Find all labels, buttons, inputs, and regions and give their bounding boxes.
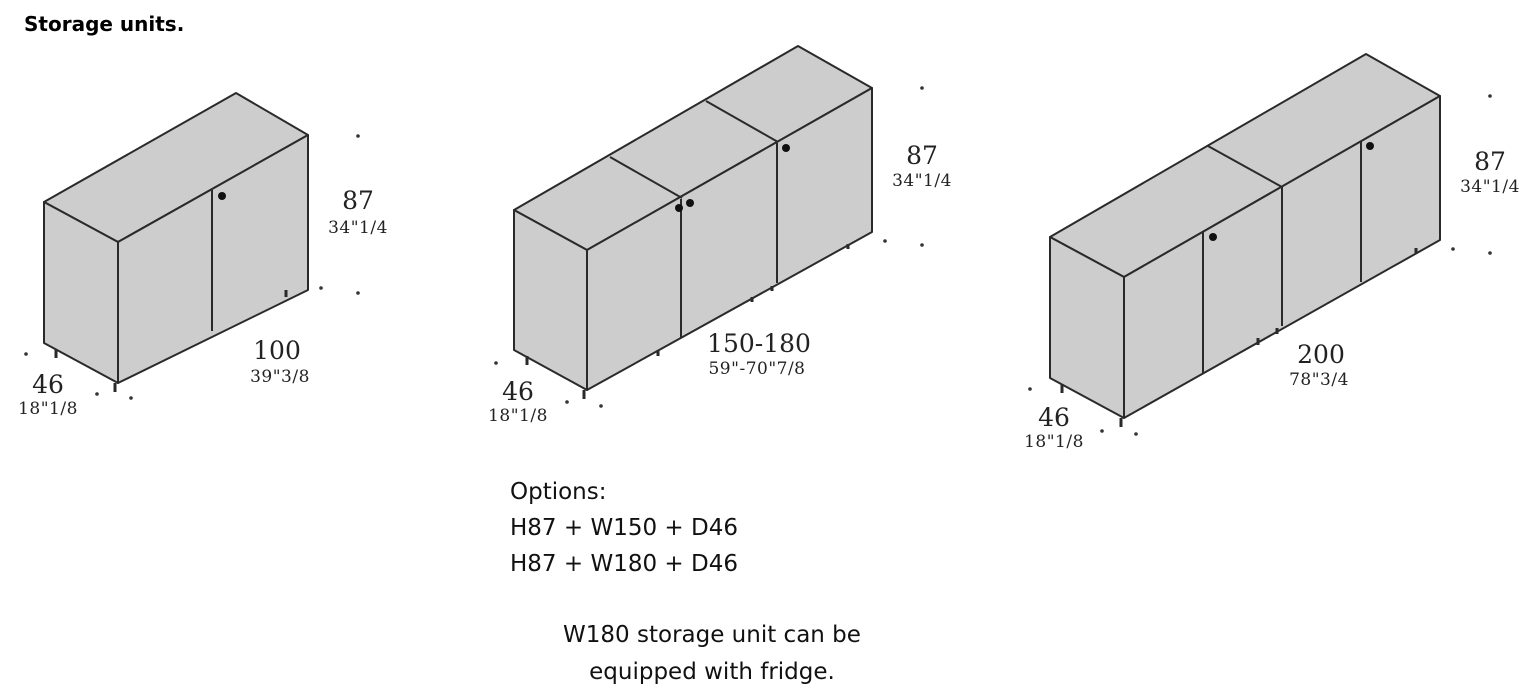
dimension-dot [920,86,924,90]
option-line: H87 + W150 + D46 [510,515,738,541]
module-top-divider [1207,145,1283,188]
dimension-dot [95,392,99,396]
storage-unit-150-180 [494,45,924,408]
dimension-dot [319,286,323,290]
depth-value: 46 [1038,403,1070,432]
dimension-dot [883,239,887,243]
depth-inches: 18"1/8 [18,399,78,419]
height-inches: 34"1/4 [892,171,952,191]
height-inches: 34"1/4 [328,218,388,238]
width-value: 150-180 [707,329,811,358]
door-knob [686,199,694,207]
height-value: 87 [906,141,938,170]
dimension-dot [1134,432,1138,436]
door-knob [782,144,790,152]
page-title: Storage units. [24,12,185,36]
width-inches: 39"3/8 [250,367,310,387]
storage-unit-200 [1028,53,1492,436]
height-value: 87 [342,186,374,215]
width-value: 100 [253,336,301,365]
width-inches: 59"-70"7/8 [708,359,806,379]
dimension-dot [129,396,133,400]
dimension-dot [494,361,498,365]
height-value: 87 [1474,147,1506,176]
width-inches: 78"3/4 [1289,370,1349,390]
module-top-divider [705,100,779,143]
dimension-dot [599,404,603,408]
dimension-dot [356,291,360,295]
dimension-dot [1028,387,1032,391]
height-inches: 34"1/4 [1460,177,1520,197]
dimension-dot [920,243,924,247]
dimension-dot [1488,251,1492,255]
options-heading: Options: [510,479,607,505]
door-knob [1366,142,1374,150]
dimension-dot [24,352,28,356]
storage-unit-100 [24,92,360,400]
fridge-note: W180 storage unit can be equipped with f… [462,617,962,691]
dimension-dot [565,400,569,404]
width-value: 200 [1297,340,1345,369]
dimension-dot [1488,94,1492,98]
fridge-note-line: equipped with fridge. [589,659,835,685]
module-top-divider [609,156,683,199]
dimension-dot [1451,247,1455,251]
dimension-dot [1100,429,1104,433]
depth-value: 46 [32,370,64,399]
fridge-note-line: W180 storage unit can be [563,622,861,648]
door-knob [1209,233,1217,241]
option-line: H87 + W180 + D46 [510,551,738,577]
depth-inches: 18"1/8 [1024,432,1084,452]
door-knob [675,204,683,212]
depth-inches: 18"1/8 [488,406,548,426]
dimension-dot [356,134,360,138]
depth-value: 46 [502,377,534,406]
options-block: Options: H87 + W150 + D46 H87 + W180 + D… [510,474,738,582]
door-knob [218,192,226,200]
